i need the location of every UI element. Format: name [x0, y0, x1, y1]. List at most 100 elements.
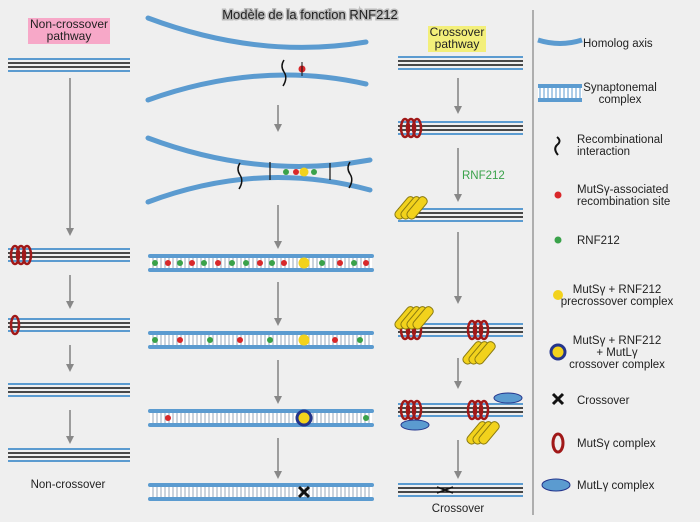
legend-item: Crossover [551, 392, 630, 407]
legend-label: Crossover [577, 395, 630, 407]
non-crossover-title-2: pathway [47, 29, 92, 43]
non-crossover-result-label: Non-crossover [31, 479, 106, 491]
ring-shape [551, 432, 565, 454]
sc-stage-5 [148, 409, 374, 427]
crossover-duplex-4 [394, 306, 523, 365]
diagram-title: Modèle de la fonction RNF212 [222, 7, 398, 22]
rnf212-dot [229, 260, 235, 266]
precrossover-dot [298, 334, 310, 346]
mutsg-complex-ring [405, 117, 417, 139]
legend-item: Homolog axis [537, 37, 653, 50]
non-crossover-title: Non-crossover [30, 17, 108, 31]
mutsg-site-dot [177, 337, 183, 343]
dot [554, 236, 562, 244]
legend-label: MutSγ + RNF212 [573, 335, 662, 347]
legend-label: precrossover complex [561, 296, 674, 308]
mutsg-complex-ring [478, 319, 490, 341]
rnf212-step-label: RNF212 [462, 170, 505, 182]
blue-ellipse-icon [541, 478, 571, 492]
red-dot-icon [554, 191, 562, 199]
non-crossover-duplex-5 [8, 448, 130, 462]
crossover-result-label: Crossover [432, 503, 485, 515]
interaction-shape [554, 136, 561, 156]
rnf212-complex [478, 421, 500, 445]
legend-item: MutLγ complex [541, 478, 655, 492]
homolog-axes-stage-1 [145, 15, 369, 103]
recombinational-interaction-icon [554, 136, 561, 156]
rnf212-dot [152, 260, 158, 266]
mutsg-complex-ring [472, 399, 484, 421]
mutsg-complex-ring [411, 117, 423, 139]
mutsg-site-dot [363, 260, 369, 266]
dot [553, 290, 563, 300]
mutsg-site-dot [281, 260, 287, 266]
ellipse-shape [541, 478, 571, 492]
sc-stage-4 [148, 331, 374, 349]
mutsg-complex-ring [9, 314, 21, 336]
legend-label: recombination site [577, 196, 670, 208]
rnf212-dot [177, 260, 183, 266]
blue-ring-dot-icon [549, 343, 567, 361]
mutlg-complex [400, 419, 430, 431]
precrossover-dot [298, 257, 310, 269]
yellow-dot-icon [553, 290, 563, 300]
crossover-duplex-6 [398, 483, 523, 497]
non-crossover-highlight [28, 18, 110, 44]
crossover-duplex-1 [398, 56, 523, 70]
mutsg-site-dot [165, 260, 171, 266]
legend-label: + MutLγ [596, 347, 637, 359]
mutsg-complex-ring [9, 244, 21, 266]
legend-label: Homolog axis [583, 38, 653, 50]
mutsg-complex-ring [466, 399, 478, 421]
mutsg-site-dot [257, 260, 263, 266]
legend-label: crossover complex [569, 359, 665, 371]
crossover-mark [297, 485, 311, 499]
mutsg-site-dot [165, 415, 171, 421]
mutsg-complex-ring [15, 244, 27, 266]
homolog-axis-shape [537, 37, 583, 46]
mutsg-complex-ring [466, 319, 478, 341]
legend: Homolog axisSynaptonemalcomplexRecombina… [537, 37, 673, 492]
legend-label: MutLγ complex [577, 480, 655, 492]
legend-label: MutSγ complex [577, 438, 656, 450]
crossover-strands [436, 486, 454, 494]
mutsg-complex-ring [478, 399, 490, 421]
legend-label: RNF212 [577, 235, 620, 247]
non-crossover-duplex-1 [8, 58, 130, 72]
synaptonemal-complex-icon [538, 84, 582, 102]
rnf212-dot [152, 337, 158, 343]
rnf212-complex [474, 341, 496, 365]
legend-label: Recombinational [577, 134, 663, 146]
rnf212-dot [357, 337, 363, 343]
rnf212-dot [319, 260, 325, 266]
homolog-axes-stage-2 [145, 135, 373, 205]
mutsg-site-dot [332, 337, 338, 343]
mutsg-complex-ring [399, 117, 411, 139]
mutsg-complex-ring [399, 399, 411, 421]
crossover-highlight [428, 26, 486, 52]
non-crossover-duplex-4 [8, 383, 130, 397]
rnf212-dot [243, 260, 249, 266]
cross-shape [551, 392, 565, 406]
legend-label: Synaptonemal [583, 82, 657, 94]
rnf212-dot [351, 260, 357, 266]
mutsg-site-dot [337, 260, 343, 266]
mutsg-complex-ring [411, 399, 423, 421]
mutsg-complex-ring [405, 399, 417, 421]
sc-stage-3 [148, 254, 374, 272]
mutsg-site-dot [237, 337, 243, 343]
dot [554, 191, 562, 199]
mutsg-complex-ring [472, 319, 484, 341]
legend-item: RNF212 [554, 235, 620, 247]
legend-item: MutSγ complex [551, 432, 656, 454]
legend-label: complex [599, 94, 642, 106]
crossover-duplex-2 [398, 117, 523, 139]
crossover-duplex-3 [394, 196, 523, 222]
rnf212-dot [201, 260, 207, 266]
crossover-duplex-5 [398, 392, 523, 445]
